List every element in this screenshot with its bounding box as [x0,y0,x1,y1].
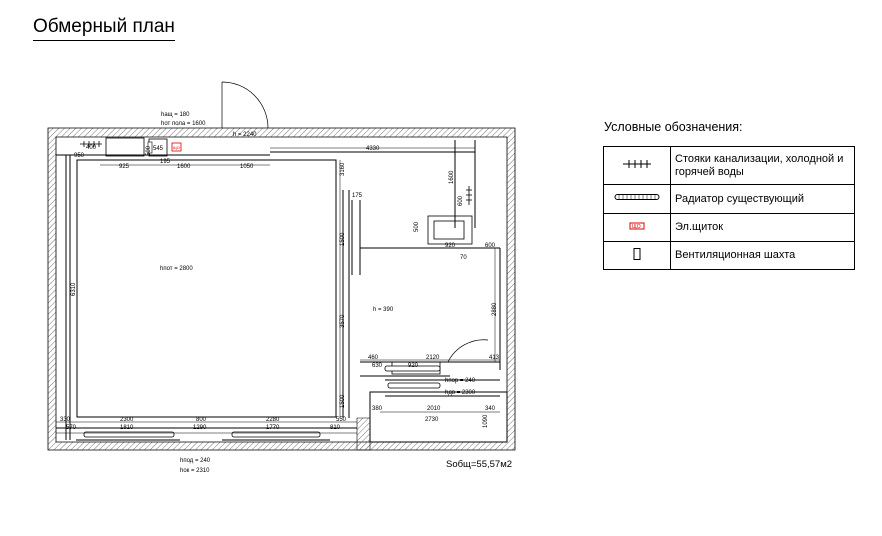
dim-label: 920 [445,243,456,249]
legend-row: Радиатор существующий [603,184,855,214]
dim-label: 500 [146,145,152,156]
dim-label: 545 [153,146,164,152]
electrical-panel-icon: ЩО [171,142,182,152]
dim-label: 330 [60,417,71,423]
legend-label: Эл.щиток [670,213,855,242]
legend-row: Стояки канализации, холодной и горячей в… [603,146,855,185]
dim-label: 413 [489,355,500,361]
dim-label: 950 [74,153,85,159]
dim-label: 2010 [427,406,441,412]
total-area: Sобщ=55,57м2 [446,459,513,470]
dim-label: 630 [372,363,383,369]
dim-label: 175 [352,193,363,199]
label-h-ok: hок = 2310 [180,468,210,474]
dim-label: 800 [196,417,207,423]
label-h-pot: hпот = 2800 [160,266,193,272]
dim-label: 3570 [340,314,346,328]
dim-label: 1090 [483,414,489,428]
dim-label: 570 [66,425,77,431]
ventilation-shaft-icon [147,141,153,154]
label-h-ot-pola: hот пола = 1600 [161,121,206,127]
legend-row: ЩО Эл.щиток [603,213,855,242]
interior-walls [56,140,508,443]
dim-label: 400 [86,145,97,151]
dim-label: 925 [119,164,130,170]
radiators [83,365,441,438]
vertical-dimension-labels: 500 3160 1500 1600 600 500 6310 3570 288… [71,145,498,428]
dim-label: 1290 [193,425,207,431]
dim-label: 4330 [366,146,380,152]
ventilation-shaft-icon [633,247,641,260]
dim-label: 6310 [71,282,77,296]
dim-label: 2880 [492,302,498,316]
dim-label: 810 [330,425,341,431]
dim-label: 920 [408,363,419,369]
dim-label: 195 [160,159,171,165]
electrical-panel-icon: ЩО [629,222,645,230]
dim-label: 1500 [340,232,346,246]
svg-text:ЩО: ЩО [173,145,180,150]
legend-title: Условные обозначения: [604,120,743,134]
radiator-icon [384,365,441,372]
label-h-390: h = 390 [373,307,394,313]
legend-row: Вентиляционная шахта [603,241,855,270]
dim-label: 460 [368,355,379,361]
dim-label: 2730 [425,417,439,423]
dim-label: 500 [414,221,420,232]
legend-label: Вентиляционная шахта [670,241,855,270]
legend-label: Радиатор существующий [670,184,855,214]
dim-label: 1810 [120,425,134,431]
riser-icon [80,141,102,147]
dim-label: 3160 [340,162,346,176]
legend-label: Стояки канализации, холодной и горячей в… [670,146,855,185]
dim-label: 380 [372,406,383,412]
label-h-dv: hдв = 2300 [445,390,476,396]
radiator-icon [614,194,660,200]
dim-label: 1050 [240,164,254,170]
door-swings [221,81,489,363]
dim-label: 600 [485,243,496,249]
risers [80,141,472,205]
svg-text:ЩО: ЩО [632,224,641,230]
dim-label: 70 [460,255,467,261]
outer-walls [47,127,516,451]
page-title: Обмерный план [33,15,175,41]
label-h-pod: hпод = 240 [180,458,211,464]
appliances [105,137,473,375]
dim-label: 1500 [340,394,346,408]
dim-label: 550 [336,417,347,423]
dim-label: 1600 [177,164,191,170]
dim-label: 340 [485,406,496,412]
dimension-lines [56,147,500,434]
label-h-por: hпор = 240 [445,378,476,384]
dim-label: 2300 [120,417,134,423]
riser-icon [623,159,651,168]
dim-label: 1600 [449,170,455,184]
label-h-door: h = 2240 [233,132,257,138]
legend-table: Стояки канализации, холодной и горячей в… [603,146,855,270]
dim-label: 2280 [266,417,280,423]
radiator-icon [387,382,441,389]
riser-icon [466,186,472,205]
dim-label: 2120 [426,355,440,361]
dimension-labels: hащ = 180 hот пола = 1600 h = 2240 400 9… [60,112,500,474]
dim-label: 1770 [266,425,280,431]
dim-label: 600 [458,195,464,206]
label-h-ashch: hащ = 180 [161,112,190,118]
